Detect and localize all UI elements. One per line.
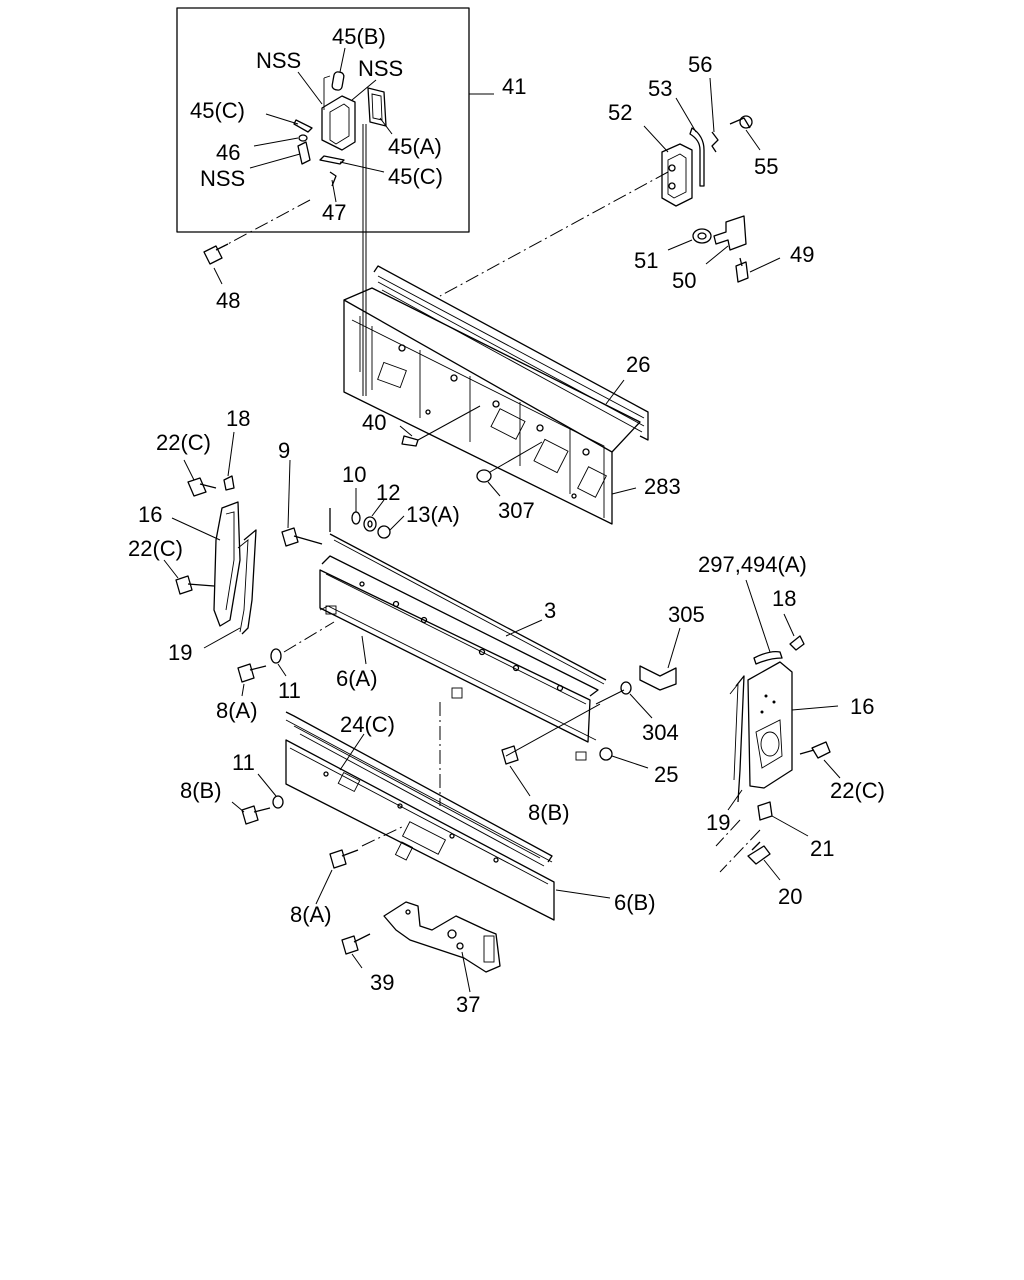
label-41: 41 [502, 74, 526, 99]
label-nss-3: NSS [200, 166, 245, 191]
label-8b-2: 8(B) [528, 800, 570, 825]
member-19-right [727, 675, 745, 811]
label-19-a: 19 [168, 640, 192, 665]
label-22c-b: 22(C) [128, 536, 183, 561]
label-45c-1: 45(C) [190, 98, 245, 123]
nut-21 [757, 801, 809, 837]
label-11-a: 11 [278, 678, 301, 703]
label-18-a: 18 [226, 406, 250, 431]
label-22c-c: 22(C) [830, 778, 885, 803]
label-13a: 13(A) [406, 502, 460, 527]
label-52: 52 [608, 100, 632, 125]
label-20: 20 [778, 884, 802, 909]
washer-11-a [270, 621, 335, 677]
label-39: 39 [370, 970, 394, 995]
label-25: 25 [654, 762, 678, 787]
bolt-22c-c [799, 741, 841, 779]
bracket-16-right [747, 661, 839, 789]
label-297-494a: 297,494(A) [698, 552, 807, 577]
washer-304 [620, 681, 653, 719]
label-307: 307 [498, 498, 535, 523]
bolt-39 [341, 933, 371, 969]
member-19-left [203, 529, 257, 649]
bolt-8b-1 [231, 801, 271, 825]
label-50: 50 [672, 268, 696, 293]
label-45b: 45(B) [332, 24, 386, 49]
label-304: 304 [642, 720, 679, 745]
clip-20 [747, 841, 781, 881]
panel-283 [343, 287, 641, 525]
label-21: 21 [810, 836, 834, 861]
latch-bracket-37 [383, 901, 501, 993]
inset-assembly-41 [176, 7, 494, 233]
label-11-b: 11 [232, 750, 255, 775]
bolt-49 [735, 257, 781, 283]
label-53: 53 [648, 76, 672, 101]
trim-297 [745, 579, 783, 665]
washer-11-b [257, 773, 284, 809]
label-305: 305 [668, 602, 705, 627]
screw-40 [399, 405, 481, 447]
label-24c: 24(C) [340, 712, 395, 737]
small-parts-10-12-13 [351, 488, 405, 539]
label-47: 47 [322, 200, 346, 225]
cover-52 [643, 125, 693, 207]
label-18-b: 18 [772, 586, 796, 611]
beam-6b [285, 687, 611, 921]
label-56: 56 [688, 52, 712, 77]
label-6a: 6(A) [336, 666, 378, 691]
label-40: 40 [362, 410, 386, 435]
bolt-48 [203, 243, 229, 285]
label-nss-1: NSS [256, 48, 301, 73]
bracket-305 [639, 627, 681, 691]
label-8a-2: 8(A) [290, 902, 332, 927]
callout-labels: 41 45(B) NSS NSS 45(C) 45(A) 46 NSS 45(C… [128, 24, 885, 1017]
label-10: 10 [342, 462, 366, 487]
label-8a-1: 8(A) [216, 698, 258, 723]
label-46: 46 [216, 140, 240, 165]
label-45a: 45(A) [388, 134, 442, 159]
bolt-8a-1 [237, 663, 267, 697]
clip-18-b [783, 613, 805, 651]
label-6b: 6(B) [614, 890, 656, 915]
bolt-22c-b [163, 559, 215, 595]
label-16-b: 16 [850, 694, 874, 719]
label-9: 9 [278, 438, 290, 463]
clip-56 [709, 77, 719, 153]
label-26: 26 [626, 352, 650, 377]
clip-18-a [223, 431, 235, 491]
label-19-b: 19 [706, 810, 730, 835]
label-51: 51 [634, 248, 658, 273]
rail-26 [373, 265, 649, 441]
bracket-16-left [171, 501, 241, 627]
beam-3 [319, 555, 599, 761]
seal-53 [675, 97, 705, 187]
nut-51 [667, 228, 712, 251]
label-3: 3 [544, 598, 556, 623]
label-16-a: 16 [138, 502, 162, 527]
label-12: 12 [376, 480, 400, 505]
bracket-50 [705, 215, 747, 265]
grommet-25 [599, 747, 649, 769]
label-45c-2: 45(C) [388, 164, 443, 189]
label-nss-2: NSS [358, 56, 403, 81]
label-49: 49 [790, 242, 814, 267]
bolt-8b-2 [501, 745, 531, 797]
bolt-8a-2 [315, 825, 405, 905]
bolt-22c-a [183, 459, 217, 497]
label-8b-1: 8(B) [180, 778, 222, 803]
nut-307 [476, 441, 543, 497]
label-283: 283 [644, 474, 681, 499]
screw-55 [729, 115, 761, 151]
bolt-9 [281, 459, 323, 547]
label-55: 55 [754, 154, 778, 179]
label-48: 48 [216, 288, 240, 313]
label-37: 37 [456, 992, 480, 1017]
strip-9-line [329, 508, 607, 685]
label-22c-a: 22(C) [156, 430, 211, 455]
